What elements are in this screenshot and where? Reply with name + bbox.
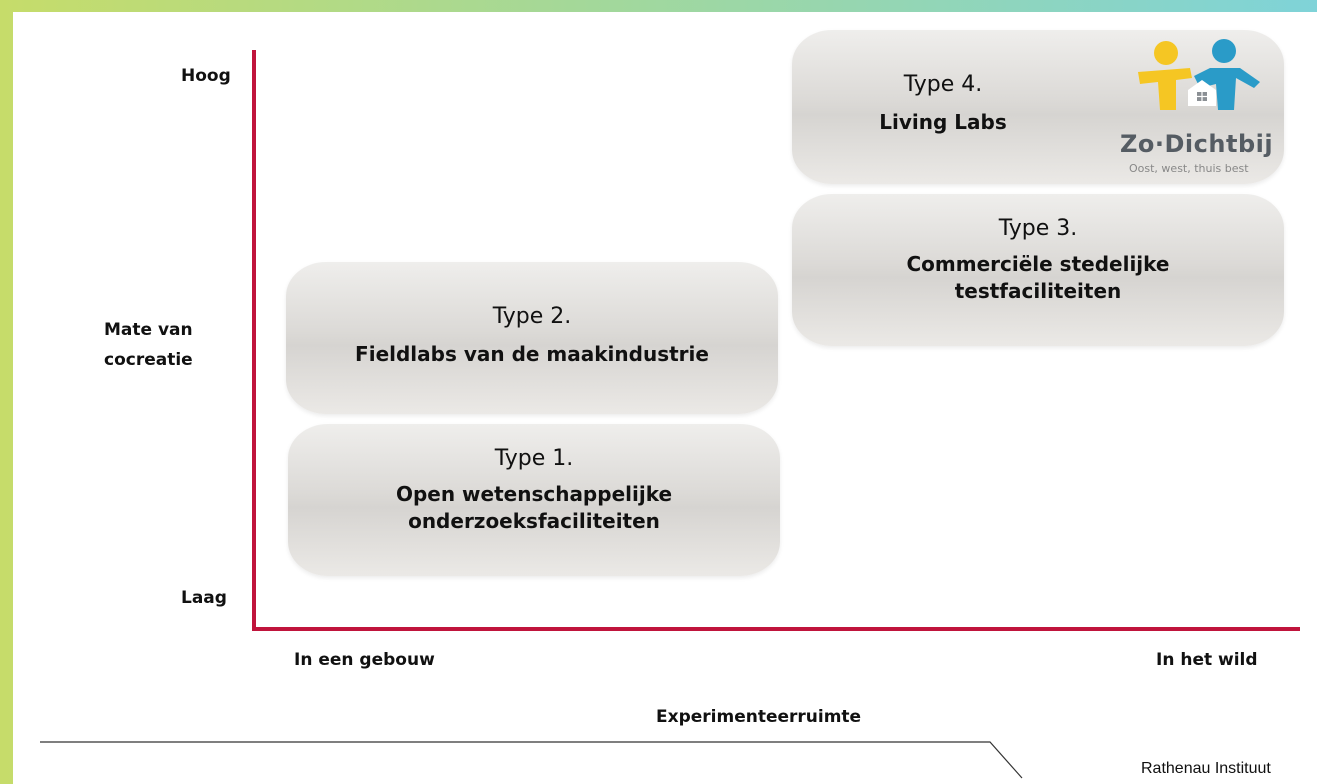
type-4-box: Type 4. Living Labs [792,30,1284,184]
y-axis-high-label: Hoog [181,66,231,86]
type-3-box: Type 3. Commerciële stedelijke testfacil… [792,194,1284,346]
type-2-name: Fieldlabs van de maakindustrie [355,342,709,366]
people-house-icon [1138,39,1260,110]
type-1-box: Type 1. Open wetenschappelijke onderzoek… [288,424,780,576]
type-4-label: Type 4. [903,72,983,97]
logo-wordmark: Zo·Dichtbij [1120,130,1274,158]
footer-divider [40,741,1023,779]
x-axis-left-label: In een gebouw [294,650,435,670]
type-2-label: Type 2. [492,304,572,329]
type-1-label: Type 1. [494,446,574,471]
y-axis-low-label: Laag [181,588,227,608]
y-axis-title: Mate van cocreatie [104,320,193,370]
logo-tagline: Oost, west, thuis best [1129,162,1249,175]
type-2-box: Type 2. Fieldlabs van de maakindustrie [286,262,778,414]
type-3-label: Type 3. [998,216,1078,241]
type-3-name: Commerciële stedelijke testfaciliteiten [906,252,1170,303]
footer-organization: Rathenau Instituut [1141,760,1271,777]
zo-dichtbij-logo: Zo·Dichtbij Oost, west, thuis best [1110,38,1290,178]
x-axis-title: Experimenteerruimte [656,707,862,727]
type-1-name: Open wetenschappelijke onderzoeksfacilit… [395,482,673,533]
x-axis-right-label: In het wild [1156,650,1258,670]
type-4-name: Living Labs [879,110,1007,134]
